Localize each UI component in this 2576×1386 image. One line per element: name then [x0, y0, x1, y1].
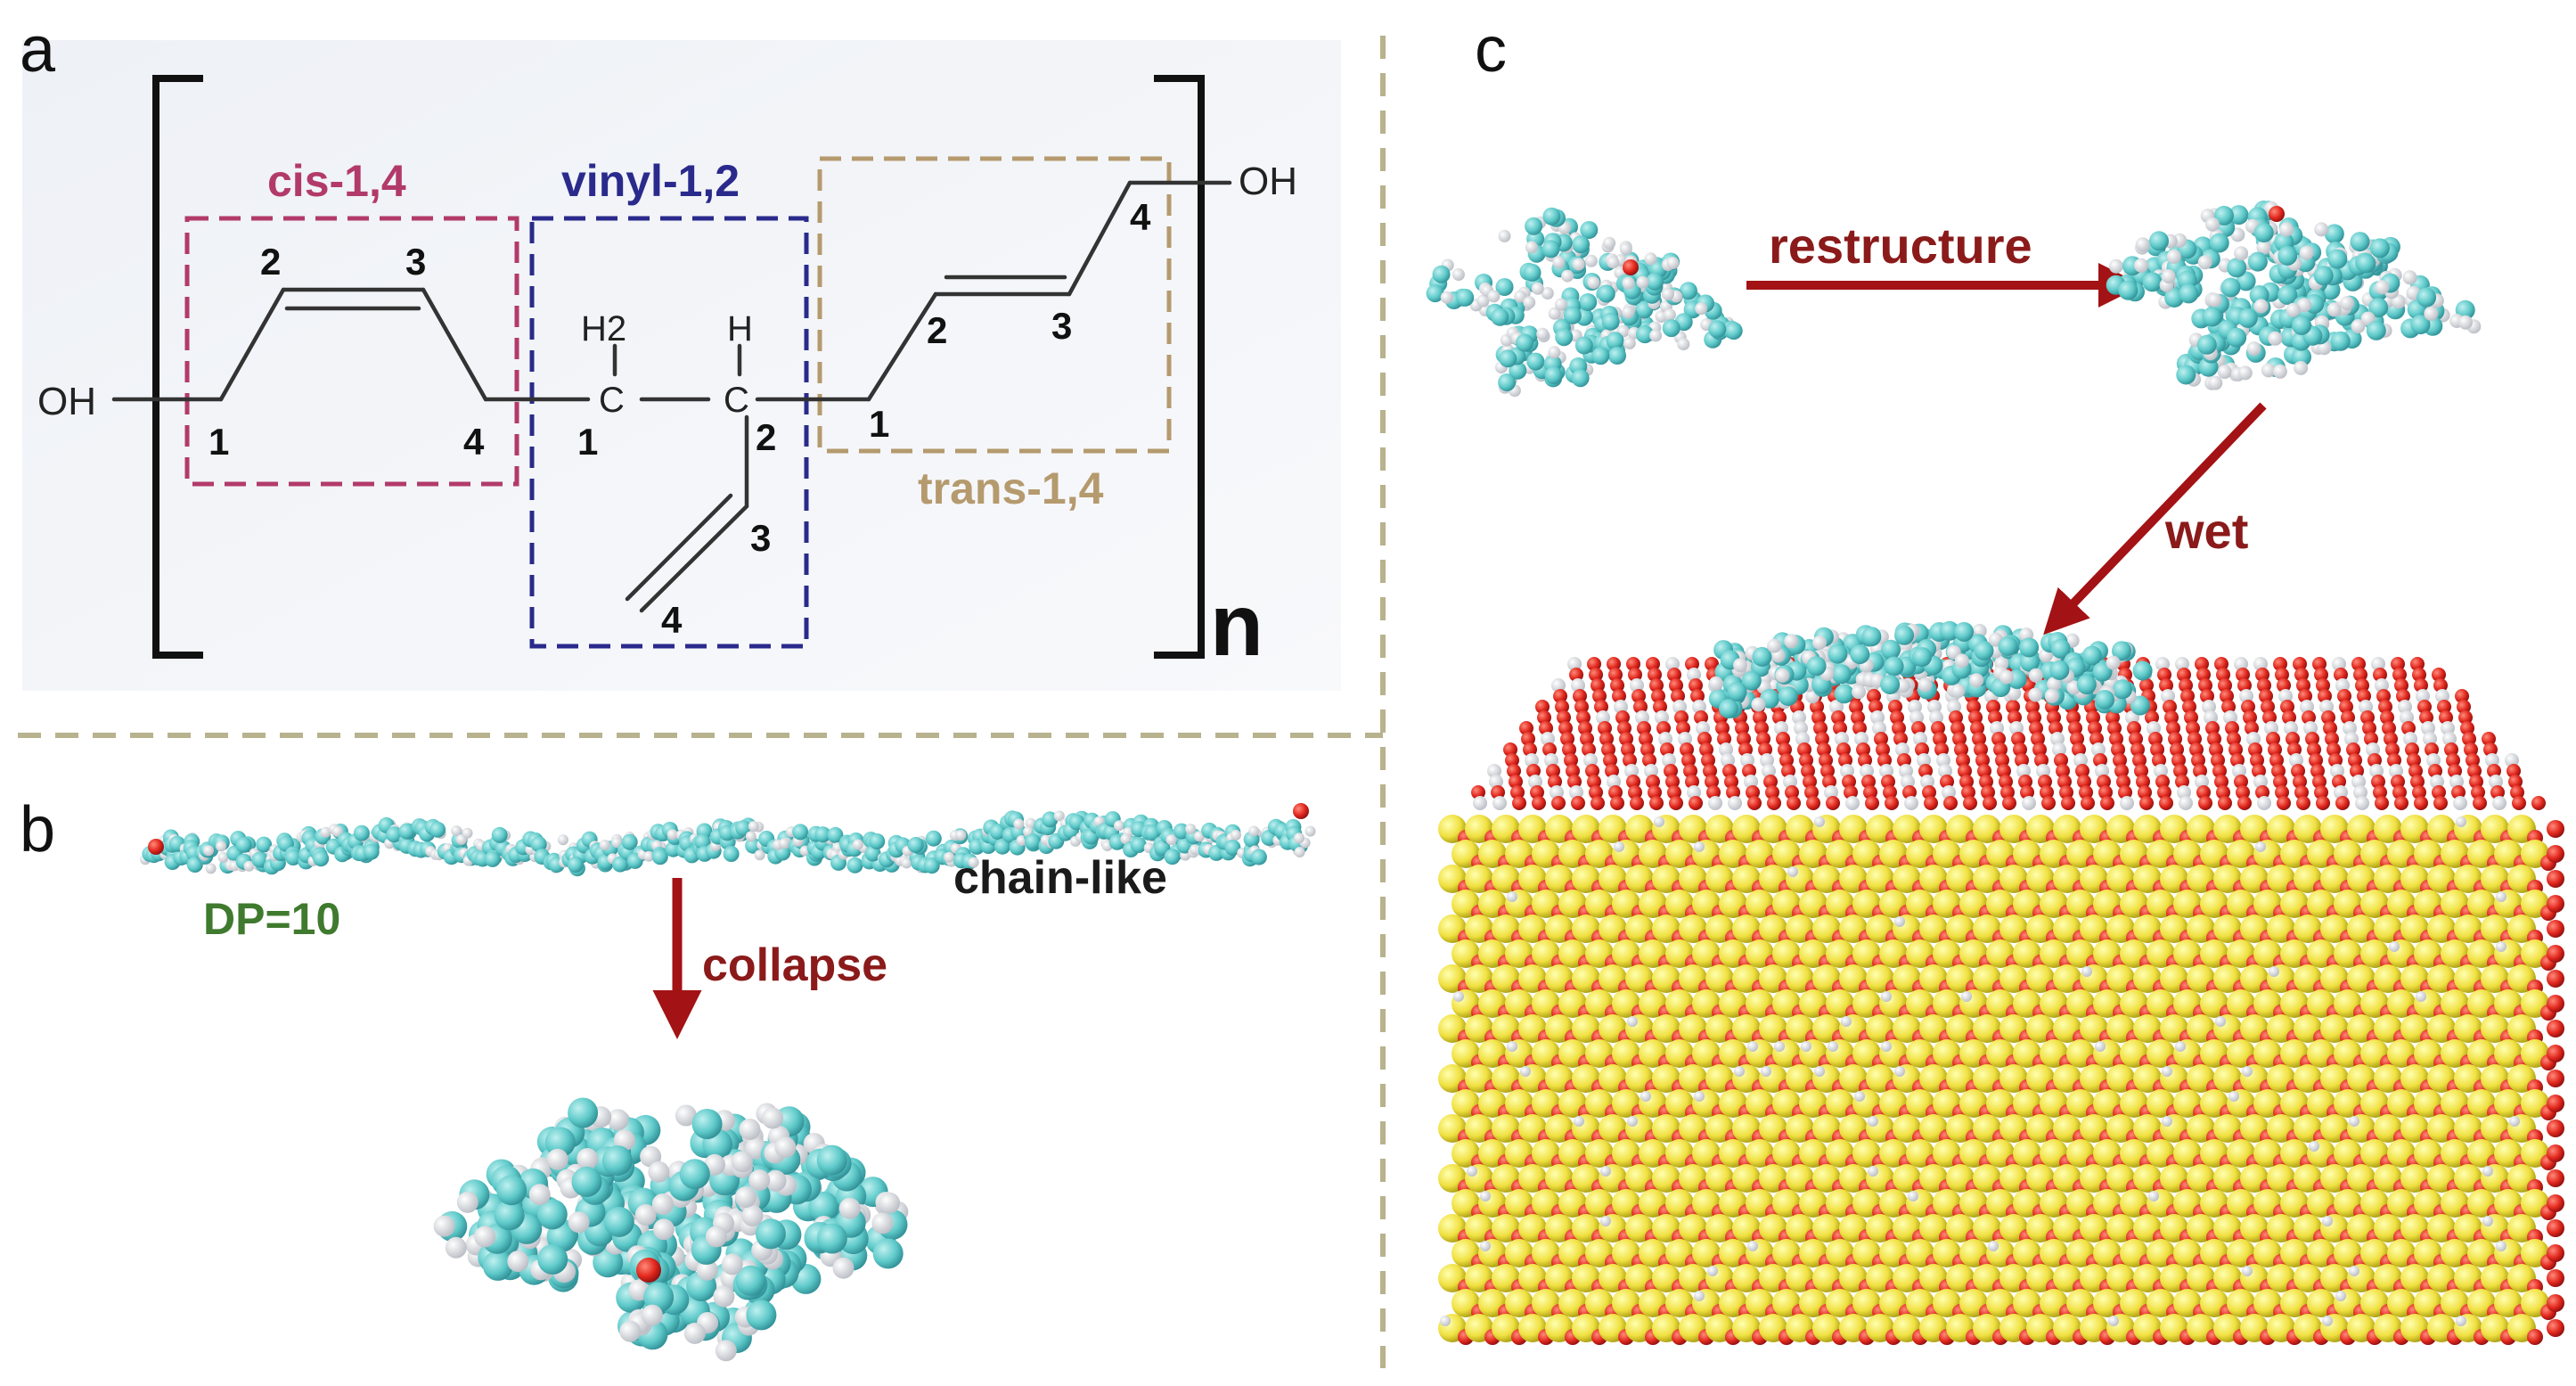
cis-num-4: 4 — [463, 421, 485, 463]
panel-c-letter: c — [1475, 14, 1507, 86]
panel-b: b DP=10 chain-like collapse — [20, 794, 1316, 1362]
restructure-label: restructure — [1769, 217, 2032, 274]
right-oh: OH — [1239, 160, 1297, 203]
wet-label: wet — [2164, 503, 2248, 559]
cis-label: cis-1,4 — [267, 156, 406, 206]
extended-chain-molecule — [140, 803, 1316, 877]
panel-b-letter: b — [20, 794, 55, 865]
cis-num-3: 3 — [405, 241, 426, 283]
trans-num-3: 3 — [1051, 305, 1072, 347]
chain-like-label: chain-like — [953, 852, 1167, 904]
collapsed-globule-molecule — [433, 1097, 909, 1362]
vinyl-c2-atom: C — [724, 381, 749, 420]
trans-box — [817, 156, 1172, 454]
cis-num-1: 1 — [209, 421, 229, 463]
wet-arrow — [2043, 402, 2267, 636]
panel-a-background — [22, 40, 1341, 691]
cis-box — [184, 216, 519, 487]
panel-a-letter: a — [20, 14, 56, 86]
restructured-molecule — [2106, 201, 2482, 390]
vinyl-box — [529, 216, 809, 649]
cis-numbers: 1 2 3 4 — [209, 241, 485, 463]
vinyl-numbers: 1 2 3 4 — [577, 416, 776, 641]
vinyl-num-4: 4 — [661, 599, 683, 641]
cis-num-2: 2 — [260, 241, 281, 283]
panel-a: a n cis-1,4 vinyl-1,2 trans-1,4 — [20, 14, 1341, 691]
skeletal-bonds — [111, 180, 1232, 613]
repeat-n: n — [1210, 576, 1263, 674]
left-bracket — [152, 75, 203, 659]
panel-c: c restructure wet — [1426, 14, 2564, 1345]
vinyl-c1-atom: C — [599, 381, 625, 420]
trans-label: trans-1,4 — [918, 463, 1104, 513]
vinyl-num-1: 1 — [577, 421, 598, 463]
initial-coil-molecule — [1426, 207, 1743, 398]
vinyl-h2: H2 — [581, 309, 626, 349]
trans-num-2: 2 — [927, 309, 947, 351]
dp-label: DP=10 — [203, 894, 340, 944]
collapse-label: collapse — [702, 939, 887, 991]
vinyl-num-2: 2 — [756, 416, 776, 458]
silica-substrate-slab — [1438, 657, 2564, 1345]
trans-num-1: 1 — [869, 403, 889, 445]
left-oh: OH — [37, 380, 96, 423]
right-bracket — [1154, 75, 1205, 659]
vinyl-label: vinyl-1,2 — [561, 156, 740, 206]
trans-num-4: 4 — [1130, 196, 1151, 238]
vinyl-num-3: 3 — [750, 517, 771, 559]
trans-numbers: 1 2 3 4 — [869, 196, 1151, 445]
wetted-molecule-on-surface — [1708, 620, 2153, 719]
vinyl-h: H — [727, 309, 753, 349]
